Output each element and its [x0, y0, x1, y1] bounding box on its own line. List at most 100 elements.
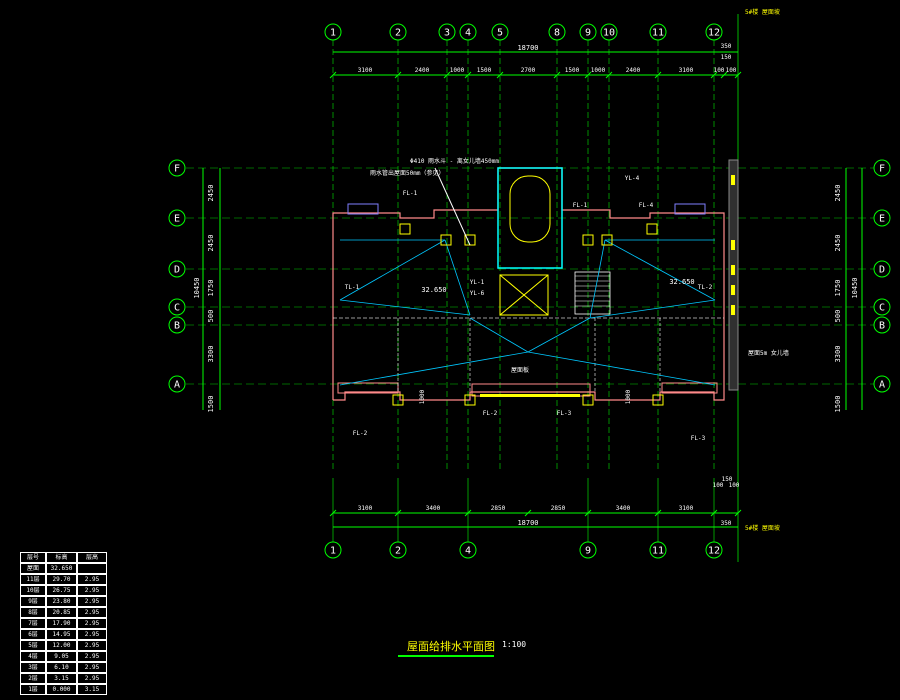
roof-slope-line-8 — [589, 239, 606, 319]
column-axis-top-2-label: 2 — [395, 28, 401, 39]
table-cell — [77, 563, 107, 574]
row-axis-left-D-label: D — [174, 265, 180, 276]
core-shaft — [497, 167, 563, 269]
dim-top-seg-5: 1500 — [565, 67, 580, 74]
dim-top-seg-1: 2400 — [415, 67, 430, 74]
balcony-right — [661, 382, 718, 394]
dim-tick-bottom-5 — [654, 509, 662, 517]
pipe-label-2: FL-1 — [573, 202, 588, 209]
parapet-mark-2 — [731, 265, 735, 275]
dim-top-seg-2: 1000 — [450, 67, 465, 74]
roof-drain-6 — [392, 394, 404, 406]
row-axis-left-F — [168, 159, 186, 177]
table-cell: 7层 — [20, 618, 46, 629]
column-axis-bottom-1-label: 1 — [330, 546, 336, 557]
table-cell: 3.15 — [46, 673, 77, 684]
table-cell: 2.95 — [77, 618, 107, 629]
table-cell: 0.000 — [46, 684, 77, 695]
table-cell: 3层 — [20, 662, 46, 673]
table-cell: 14.95 — [46, 629, 77, 640]
table-cell: 1层 — [20, 684, 46, 695]
corner-note-top: 5#楼 屋面坡 — [745, 8, 780, 16]
roof-drain-2 — [440, 234, 452, 246]
row-axis-right-A-label: A — [879, 380, 885, 391]
dim-top-seg-6: 1000 — [591, 67, 606, 74]
table-header-cell: 标高 — [46, 552, 77, 563]
row-axis-left-A-label: A — [174, 380, 180, 391]
dim-top-seg-0: 3100 — [358, 67, 373, 74]
dim-tick-top-1 — [394, 71, 402, 79]
dim-tick-top-10 — [720, 71, 728, 79]
elevation-left: 32.650 — [421, 286, 446, 294]
table-cell: 2.95 — [77, 629, 107, 640]
column-axis-bottom-4-label: 4 — [465, 546, 471, 557]
table-cell: 2.95 — [77, 673, 107, 684]
stair-opening — [499, 274, 549, 316]
dim-right-5: 1500 — [834, 396, 842, 413]
table-cell: 2.95 — [77, 585, 107, 596]
table-cell: 2层 — [20, 673, 46, 684]
dim-tick-top-5 — [553, 71, 561, 79]
dim-top-seg-10: 100 — [726, 67, 737, 74]
table-cell: 9.05 — [46, 651, 77, 662]
table-cell: 26.75 — [46, 585, 77, 596]
dim-tick-top-4 — [496, 71, 504, 79]
dim-top-seg-7: 2400 — [626, 67, 641, 74]
dim-right-2: 1750 — [834, 280, 842, 297]
table-cell: 12.00 — [46, 640, 77, 651]
column-axis-top-5-label: 5 — [497, 28, 503, 39]
row-axis-right-E — [873, 209, 891, 227]
dim-top-extra-0: 350 — [721, 43, 732, 50]
table-cell: 6.10 — [46, 662, 77, 673]
table-cell: 11层 — [20, 574, 46, 585]
roof-drain-1 — [646, 223, 658, 235]
dim-top-seg-3: 1500 — [477, 67, 492, 74]
table-cell: 2.95 — [77, 651, 107, 662]
dim-tick-top-7 — [605, 71, 613, 79]
dim-left-0: 2450 — [207, 185, 215, 202]
dim-tick-top-8 — [654, 71, 662, 79]
roof-drain-7 — [464, 394, 476, 406]
pipe-label-3: FL-4 — [639, 202, 654, 209]
row-axis-left-E-label: E — [174, 214, 180, 225]
table-cell: 5层 — [20, 640, 46, 651]
dim-top-seg-4: 2700 — [521, 67, 536, 74]
column-axis-top-9-label: 9 — [585, 28, 591, 39]
drain-note-1: Φ410 雨水斗 - 离女儿墙450mm — [410, 157, 499, 165]
elevation-right: 32.650 — [669, 278, 694, 286]
dim-tick-bottom-0 — [329, 509, 337, 517]
center-label: 屋面板 — [511, 366, 529, 374]
balcony-center-rail — [480, 394, 580, 397]
dim-top-seg-8: 3100 — [679, 67, 694, 74]
dim-bottom-extra-1: 100 — [713, 482, 724, 489]
table-cell: 2.95 — [77, 574, 107, 585]
table-cell: 32.650 — [46, 563, 77, 574]
column-axis-top-1-label: 1 — [330, 28, 336, 39]
parapet-mark-1 — [731, 240, 735, 250]
building-outline — [332, 167, 725, 401]
dim-right-total: 10450 — [851, 277, 859, 298]
row-axis-right-A — [873, 375, 891, 393]
dim-tick-bottom-2 — [464, 509, 472, 517]
row-axis-left-C-label: C — [174, 303, 180, 314]
table-header-cell: 层高 — [77, 552, 107, 563]
dim-tick-bottom-6 — [710, 509, 718, 517]
stair-cross-2 — [499, 274, 549, 316]
elevator-shaft — [509, 175, 551, 243]
row-axis-right-D — [873, 260, 891, 278]
dim-right-0: 2450 — [834, 185, 842, 202]
roof-slope-line-3 — [339, 351, 529, 386]
roof-slope-line-4 — [527, 351, 716, 386]
row-axis-right-D-label: D — [879, 265, 885, 276]
dim-bottom-extra-3: 350 — [721, 520, 732, 527]
pipe-label-9: FL-3 — [557, 410, 572, 417]
dim-tick-top-11 — [734, 71, 742, 79]
dim-bottom-extra-0: 150 — [722, 476, 733, 483]
dim-bottom-seg-2: 2850 — [491, 505, 506, 512]
dim-tick-bottom-7 — [734, 509, 742, 517]
